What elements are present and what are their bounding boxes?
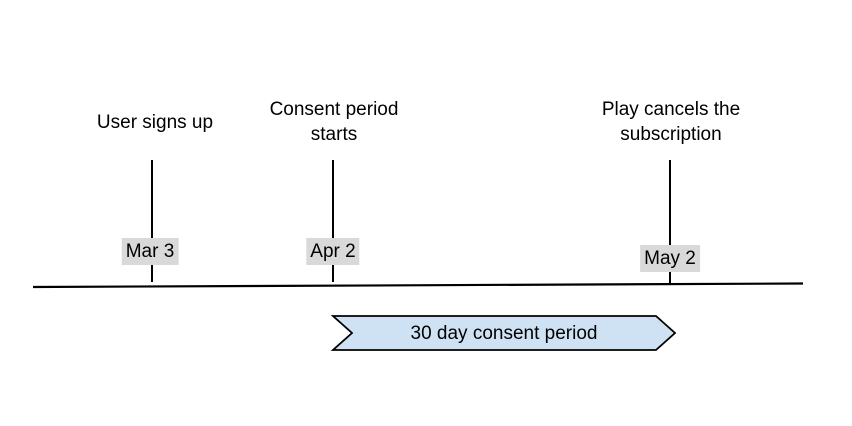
consent-period-ribbon bbox=[330, 315, 677, 351]
event-date-apr-2: Apr 2 bbox=[306, 238, 360, 265]
event-tick-may-2 bbox=[669, 160, 671, 283]
event-tick-mar-3 bbox=[151, 160, 153, 282]
event-label-play-cancels-subscription: Play cancels the subscription bbox=[601, 99, 741, 145]
event-date-may-2: May 2 bbox=[640, 245, 700, 272]
timeline-axis-line bbox=[32, 282, 804, 289]
event-date-mar-3: Mar 3 bbox=[121, 238, 179, 265]
event-label-user-signs-up: User signs up bbox=[96, 111, 214, 133]
event-label-consent-period-starts: Consent period starts bbox=[269, 99, 399, 145]
consent-period-ribbon-label: 30 day consent period bbox=[410, 323, 598, 344]
event-tick-apr-2 bbox=[332, 160, 334, 282]
